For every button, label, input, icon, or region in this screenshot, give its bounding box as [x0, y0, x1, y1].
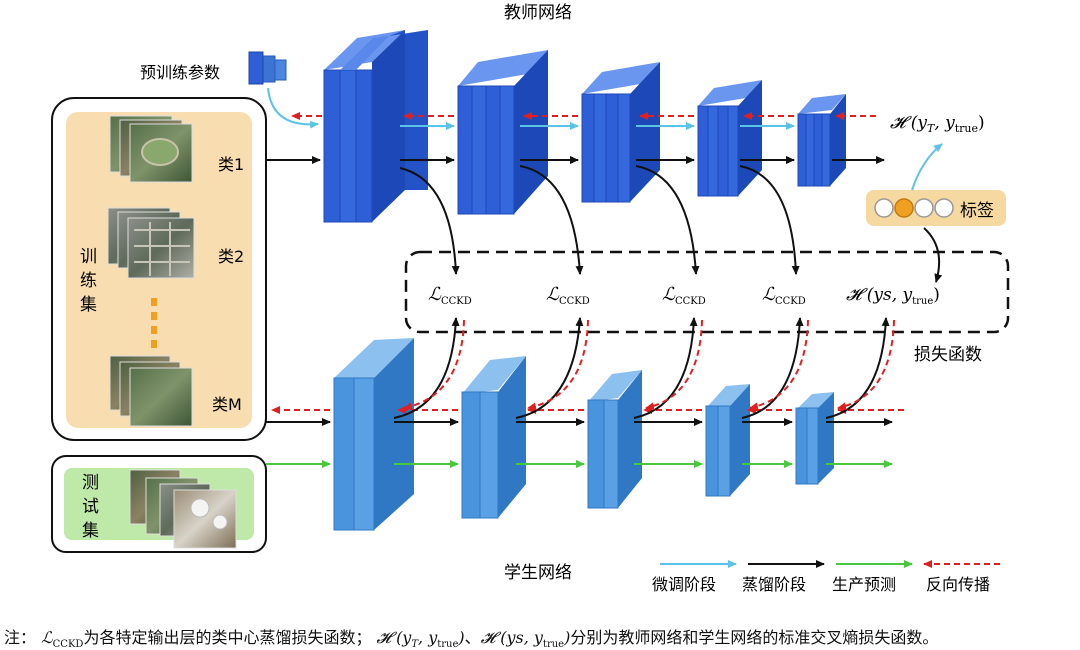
- label-text: 标签: [960, 201, 994, 221]
- train-set-char-0: 训: [80, 247, 97, 267]
- label-to-student-loss-arrow: [923, 227, 943, 283]
- train-set-char-2: 集: [80, 295, 97, 315]
- teacher-block-4: [697, 80, 762, 197]
- svg-text:ℒCCKD: ℒCCKD: [428, 284, 472, 307]
- loss-term-4: 𝓗 (ys, ytrue): [846, 285, 940, 307]
- student-block-2: [461, 356, 526, 519]
- loss-term-1: ℒCCKD: [546, 284, 590, 307]
- ellipsis-dots: [151, 298, 157, 348]
- student-block-3: [587, 370, 642, 509]
- label-dot-3: [934, 198, 954, 218]
- teacher-block-3: [581, 62, 660, 203]
- teacher-block-5: [797, 94, 846, 187]
- pretrained-to-teacher-arrow: [267, 87, 319, 129]
- footnote-prefix: 注：: [4, 628, 37, 647]
- legend-predict-label: 生产预测: [832, 575, 896, 594]
- class-2-images: [107, 207, 195, 279]
- label-dot-0: [874, 198, 894, 218]
- label-dot-2: [914, 198, 934, 218]
- class-m-label: 类M: [212, 395, 242, 414]
- footnote-l-desc: 为各特定输出层的类中心蒸馏损失函数；: [83, 628, 372, 647]
- legend-backprop-label: 反向传播: [926, 575, 990, 594]
- svg-text:𝓗 (ys, ytrue): 𝓗 (ys, ytrue): [846, 285, 940, 307]
- class-1-images: [109, 115, 193, 183]
- class-1-label: 类1: [218, 155, 244, 174]
- student-to-loss-arrows: [393, 317, 890, 419]
- test-set-char-2: 集: [82, 521, 99, 541]
- student-block-1: [333, 338, 414, 531]
- test-set-images: [129, 469, 237, 549]
- loss-term-3: ℒCCKD: [762, 284, 806, 307]
- svg-text:ℒCCKD: ℒCCKD: [546, 284, 590, 307]
- teacher-block-1: [323, 30, 428, 223]
- pretrained-params-label: 预训练参数: [140, 63, 220, 82]
- label-dot-1: [894, 198, 914, 218]
- footnote-h-desc: 分别为教师网络和学生网络的标准交叉熵损失函数。: [570, 628, 939, 647]
- class-m-images: [109, 355, 193, 427]
- student-block-4: [705, 384, 750, 497]
- legend-distill-label: 蒸馏阶段: [742, 575, 806, 594]
- footnote-l-symbol: ℒCCKD: [41, 628, 84, 650]
- teacher-loss-label: 𝓗 (yT, ytrue): [890, 113, 985, 135]
- footnote-sep: 、: [464, 628, 481, 647]
- footnote-h2: 𝓗 (ys, ytrue): [480, 628, 571, 650]
- loss-term-0: ℒCCKD: [428, 284, 472, 307]
- footnote-h1: 𝓗 (yT, ytrue): [376, 628, 465, 650]
- test-set-char-1: 试: [82, 497, 99, 517]
- loss-term-2: ℒCCKD: [662, 284, 706, 307]
- student-block-5: [795, 392, 834, 485]
- test-set-char-0: 测: [82, 473, 99, 493]
- svg-text:ℒCCKD: ℒCCKD: [662, 284, 706, 307]
- teacher-to-loss-arrows: [399, 165, 800, 275]
- label-to-teacher-loss-arrow: [911, 143, 943, 191]
- legend-finetune-label: 微调阶段: [652, 575, 716, 594]
- loss-box: [404, 250, 1010, 334]
- teacher-block-2: [457, 50, 548, 215]
- legend: 微调阶段 蒸馏阶段 生产预测 反向传播: [652, 560, 1000, 594]
- svg-text:ℒCCKD: ℒCCKD: [762, 284, 806, 307]
- teacher-network-title: 教师网络: [504, 3, 572, 23]
- loss-to-student-backprop-arrows: [403, 319, 895, 411]
- class-2-label: 类2: [218, 247, 244, 266]
- architecture-diagram: 教师网络 学生网络 预训练参数 训 练 集 类1 类2 类M: [51, 3, 1010, 594]
- footnote: 注： ℒCCKD为各特定输出层的类中心蒸馏损失函数； 𝓗 (yT, ytrue)…: [4, 624, 938, 650]
- student-network-title: 学生网络: [504, 563, 572, 583]
- pretrained-params-icon: [248, 51, 287, 85]
- train-set-char-1: 练: [80, 271, 97, 291]
- loss-functions-label: 损失函数: [914, 345, 982, 365]
